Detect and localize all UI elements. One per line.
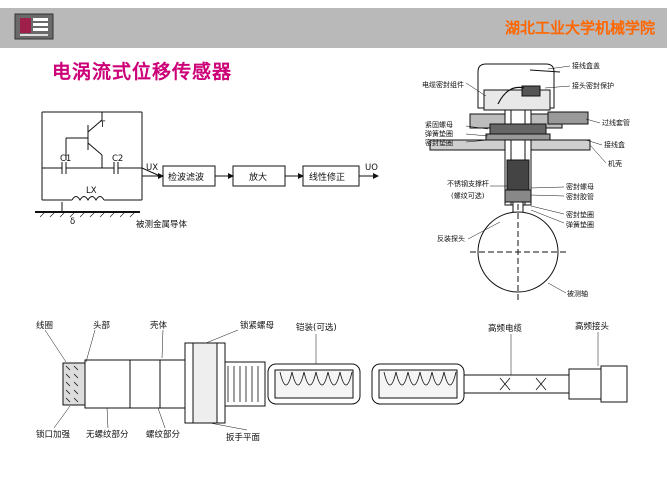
inst-right-6: 密封胶管 <box>566 192 594 201</box>
probe-label-10: 扳手平面 <box>226 432 261 443</box>
inst-right-3: 接线盒 <box>604 140 625 149</box>
probe-label-2: 壳体 <box>150 320 168 331</box>
conductor-hatch <box>39 211 136 218</box>
inst-left-0: 电缆密封组件 <box>422 80 464 89</box>
inst-right-2: 过线套管 <box>602 118 630 127</box>
inst-right-4: 机壳 <box>608 159 622 168</box>
inst-left-2: 弹簧垫圈 <box>425 129 453 138</box>
label-transistor: T <box>99 120 106 130</box>
inst-left-6: 反装探头 <box>437 234 465 243</box>
org-name: 湖北工业大学机械学院 <box>504 19 655 37</box>
label-c2: C2 <box>112 154 123 164</box>
inst-right-1: 接头密封保护 <box>572 81 614 90</box>
inst-left-5: (螺纹可选) <box>451 191 485 200</box>
inst-left-3: 密封垫圈 <box>425 138 453 147</box>
probe-label-9: 螺纹部分 <box>146 429 181 440</box>
probe-label-6: 高频接头 <box>575 321 610 332</box>
probe-label-5: 高频电缆 <box>488 323 523 334</box>
label-c1: C1 <box>60 154 71 164</box>
probe-label-1: 头部 <box>93 320 111 331</box>
installation-drawing <box>429 63 591 300</box>
probe-diagram <box>62 342 628 424</box>
inst-right-7: 密封垫圈 <box>566 210 594 219</box>
label-ux: UX <box>146 163 158 173</box>
inst-left-4: 不锈钢支撑杆 <box>447 179 489 188</box>
page-title: 电涡流式位移传感器 <box>52 61 233 83</box>
label-lx: LX <box>86 186 97 196</box>
probe-label-4: 铠装(可选) <box>296 322 337 333</box>
probe-label-8: 无螺纹部分 <box>86 429 129 440</box>
header-bar <box>0 8 667 48</box>
inst-left-1: 紧固螺母 <box>425 120 453 129</box>
inst-right-9: 被测轴 <box>567 289 588 298</box>
block-label-1: 放大 <box>249 171 267 183</box>
inst-right-8: 弹簧垫圈 <box>566 220 594 229</box>
circuit-diagram <box>35 111 164 213</box>
label-uo: UO <box>365 163 378 173</box>
probe-label-7: 锁口加强 <box>36 429 71 440</box>
inst-right-5: 密封螺母 <box>566 182 594 191</box>
inst-right-0: 接线盒盖 <box>572 61 600 70</box>
label-conductor: 被测金属导体 <box>136 219 188 230</box>
block-label-2: 线性修正 <box>309 171 345 183</box>
label-delta: δ <box>70 217 75 227</box>
probe-label-3: 锁紧螺母 <box>240 320 274 331</box>
probe-label-0: 线圈 <box>36 320 53 331</box>
block-label-0: 检波滤波 <box>168 171 204 183</box>
logo-icon <box>14 13 54 40</box>
